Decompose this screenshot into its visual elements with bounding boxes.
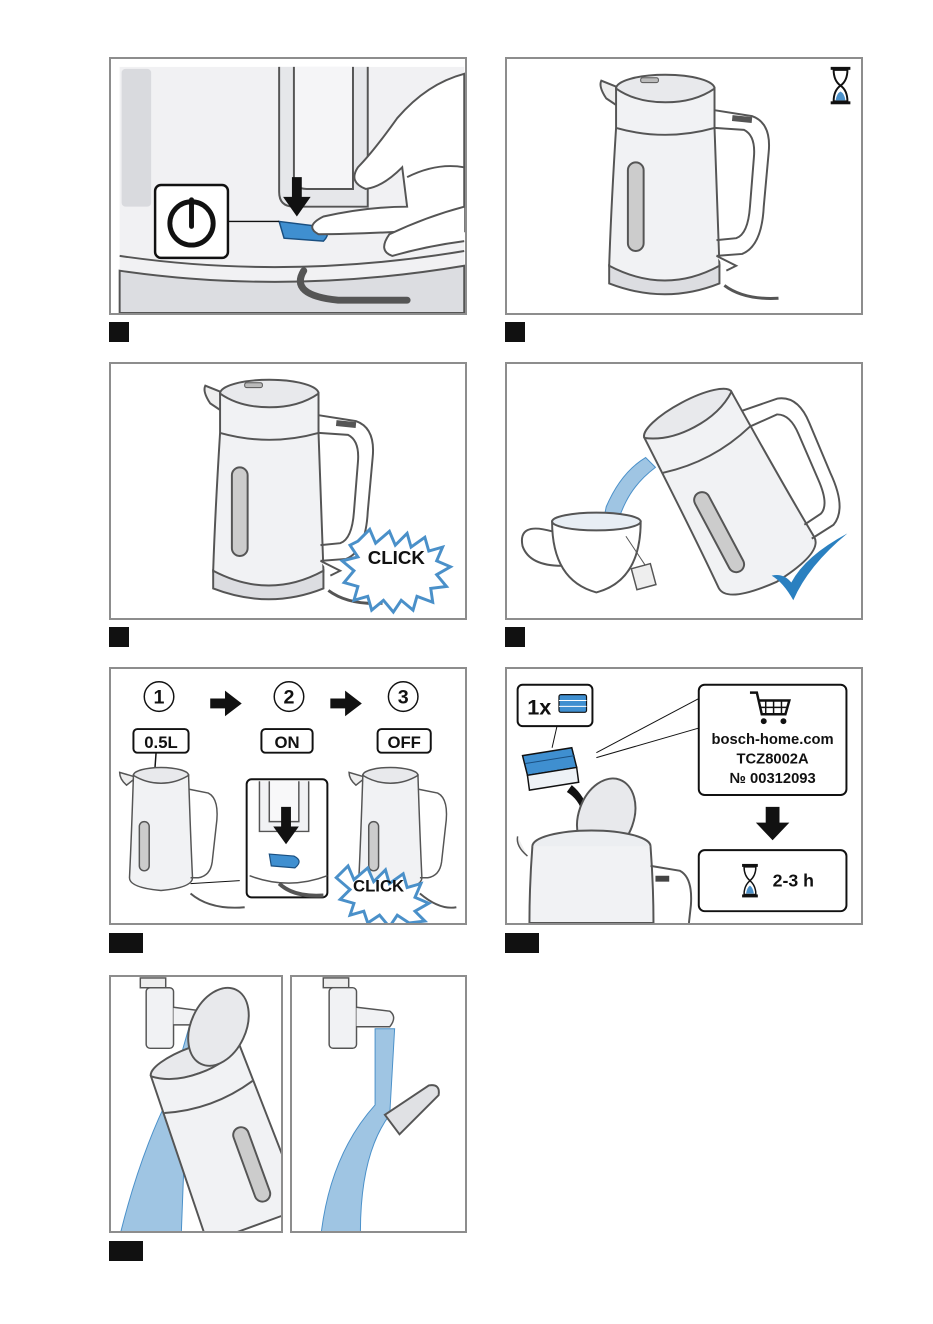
step-marker-c (109, 627, 129, 647)
step-number-3: 3 (398, 686, 409, 708)
step-marker-a (109, 322, 129, 342)
illustration-switch-on (111, 59, 465, 313)
step-marker-e (109, 933, 143, 953)
descaler-tablet-icon (523, 748, 579, 790)
step-marker-g (109, 1241, 143, 1261)
quantity-label: 1x (527, 694, 551, 719)
cup-icon (522, 513, 656, 593)
click-burst-icon (342, 529, 450, 612)
panel-pour (505, 362, 863, 620)
off-label: OFF (387, 733, 420, 752)
panel-steps: 1 2 3 0.5L ON OFF (109, 667, 467, 925)
illustration-steps: 1 2 3 0.5L ON OFF (111, 669, 465, 923)
click-label: CLICK (353, 876, 404, 895)
illustration-pouring (507, 364, 861, 618)
illustration-kettle-waiting (507, 59, 861, 313)
step-number-2: 2 (284, 686, 295, 708)
illustration-rinse-kettle (111, 977, 281, 1231)
panel-descaler: 1x bosch-home.com TCZ8002A № 00312093 (505, 667, 863, 925)
illustration-descaler: 1x bosch-home.com TCZ8002A № 00312093 (507, 669, 861, 923)
kettle-icon (120, 767, 245, 907)
arrow-right-icon (210, 691, 242, 717)
kettle-icon (600, 75, 778, 299)
panel-click-off: CLICK (109, 362, 467, 620)
panel-waiting (505, 57, 863, 315)
on-label: ON (274, 733, 299, 752)
arrow-down-icon (756, 807, 789, 840)
step-number-1: 1 (154, 686, 165, 708)
panel-switch-on (109, 57, 467, 315)
step-marker-f (505, 933, 539, 953)
click-label: CLICK (368, 547, 426, 568)
website-label: bosch-home.com (712, 732, 834, 748)
step-marker-d (505, 627, 525, 647)
arrow-right-icon (330, 691, 362, 717)
panel-rinse-kettle (109, 975, 283, 1233)
step-marker-b (505, 322, 525, 342)
number-label: № 00312093 (730, 771, 816, 787)
illustration-kettle-click: CLICK (111, 364, 465, 618)
illustration-rinse-filter (292, 977, 465, 1231)
tablet-icon (559, 695, 587, 713)
duration-label: 2-3 h (773, 871, 814, 891)
kettle-icon (634, 364, 861, 607)
hourglass-icon (831, 67, 851, 104)
model-label: TCZ8002A (737, 752, 809, 768)
panel-rinse-filter (290, 975, 467, 1233)
volume-label: 0.5L (144, 733, 177, 752)
filter-icon (385, 1085, 439, 1134)
